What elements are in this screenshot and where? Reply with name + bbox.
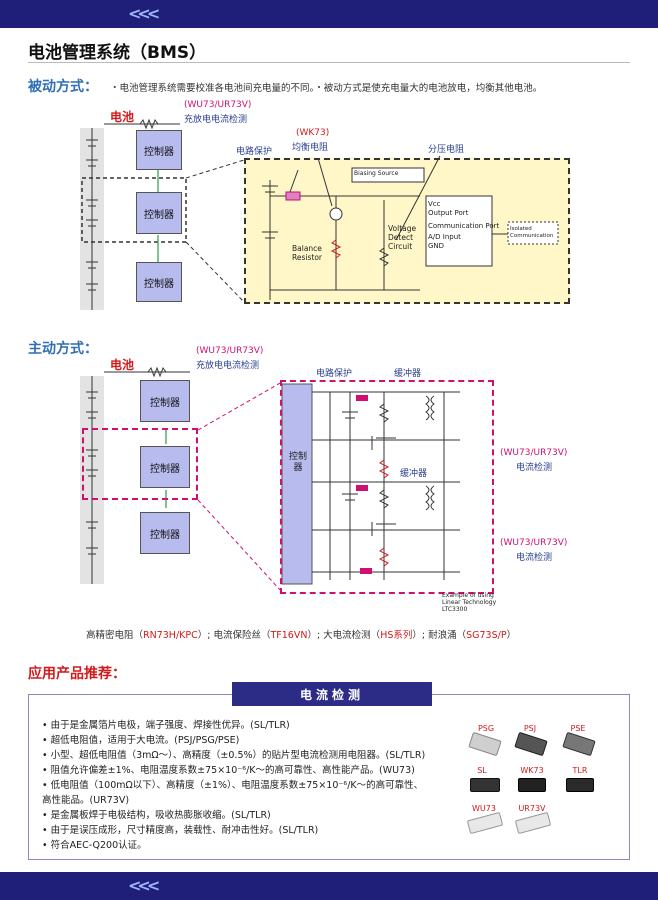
- passive-heading: 被动方式：: [28, 79, 98, 95]
- active-highlight-box: [82, 428, 198, 500]
- passive-description: ・电池管理系统需要校准各电池间充电量的不同。・被动方式是使充电量大的电池放电，均…: [110, 83, 543, 94]
- passive-charge-detect: 充放电电流检测: [184, 115, 248, 125]
- product-label-psj: PSJ: [523, 724, 537, 733]
- active-controller-1: 控制器: [140, 380, 190, 422]
- feature-item: • 是金属板焊于电极结构，吸收热膨胀收缩。(SL/TLR): [42, 810, 271, 821]
- ic-comm: Communication Port: [428, 222, 500, 230]
- feature-item: 高性能品。(UR73V): [42, 795, 130, 806]
- balance-resistor-en: Balance Resistor: [292, 244, 322, 262]
- chevron-icon: <<<: [128, 876, 160, 895]
- active-battery-label: 电池: [110, 358, 135, 372]
- active-heading: 主动方式：: [28, 341, 98, 357]
- product-label-sl: SL: [477, 766, 487, 775]
- biasing-source: Biasing Source: [354, 170, 399, 177]
- product-label-ur73v: UR73V: [518, 804, 546, 813]
- product-image-sl: [470, 778, 500, 792]
- battery-label: 电池: [110, 110, 135, 124]
- passive-controller-3: 控制器: [136, 262, 182, 302]
- divider-resistor: 分压电阻: [428, 145, 465, 155]
- chevron-icon: <<<: [128, 4, 160, 23]
- feature-item: • 阻值允许偏差±1%、电阻温度系数±75×10⁻⁶/K～的高可靠性、高性能产品…: [42, 765, 415, 776]
- caption-text-1: 高精密电阻（: [86, 630, 144, 641]
- active-circuit-protect: 电路保护: [316, 369, 353, 379]
- active-wu73-label: (WU73/UR73V): [196, 346, 264, 356]
- ic-gnd: GND: [428, 242, 445, 250]
- feature-item: • 由于是金属箔片电极，端子强度、焊接性优异。(SL/TLR): [42, 720, 290, 731]
- feature-item: • 由于是误压成形，尺寸精度高，装载性、耐冲击性好。(SL/TLR): [42, 825, 319, 836]
- isolated-communication: Isolated Communication: [510, 226, 554, 239]
- feature-item: • 超低电阻值，适用于大电流。(PSJ/PSG/PSE): [42, 735, 240, 746]
- product-caption: 高精密电阻（RN73H/KPC）; 电流保险丝（TF16VN）; 大电流检测（H…: [86, 627, 516, 641]
- current-detect-1: 电流检测: [516, 463, 553, 473]
- caption-text-4: ）; 耐浪涌（: [412, 630, 467, 641]
- voltage-detect-circuit: Voltage Detect Circuit: [388, 224, 417, 251]
- passive-circuit-protect: 电路保护: [236, 147, 273, 157]
- current-detect-2: 电流检测: [516, 553, 553, 563]
- caption-product-3: HS系列: [380, 630, 413, 641]
- product-label-wu73: WU73: [472, 804, 496, 813]
- recommend-box-title: 电流检测: [232, 682, 432, 706]
- passive-wu73-label: (WU73/UR73V): [184, 100, 252, 110]
- recommend-heading: 应用产品推荐：: [28, 666, 126, 682]
- current-detect-label-1: (WU73/UR73V): [500, 448, 568, 458]
- ic-vcc: Vcc: [428, 200, 441, 208]
- title-divider: [28, 62, 630, 63]
- product-label-tlr: TLR: [572, 766, 588, 775]
- vertical-controller: 控制器: [288, 452, 307, 473]
- top-banner: <<<: [0, 0, 658, 28]
- product-label-psg: PSG: [477, 724, 495, 733]
- page-title: 电池管理系统（BMS）: [28, 43, 207, 63]
- active-detail-panel: [280, 380, 494, 594]
- feature-item: • 符合AEC-Q200认证。: [42, 840, 147, 851]
- active-controller-3: 控制器: [140, 512, 190, 554]
- bottom-banner: <<<: [0, 872, 658, 900]
- active-charge-detect: 充放电电流检测: [196, 361, 260, 371]
- feature-item: • 小型、超低电阻值（3mΩ～）、高精度（±0.5%）的贴片型电流检测用电阻器。…: [42, 750, 426, 761]
- passive-controller-2: 控制器: [136, 192, 182, 234]
- current-detect-label-2: (WU73/UR73V): [500, 538, 568, 548]
- ic-block: Vcc Output Port Communication Port A/D I…: [428, 200, 499, 251]
- caption-text-3: ）; 大电流检测（: [307, 630, 381, 641]
- active-controller-2: 控制器: [140, 446, 190, 488]
- passive-controller-1: 控制器: [136, 130, 182, 170]
- snubber-2: 缓冲器: [400, 469, 428, 479]
- caption-product-1: RN73H/KPC: [143, 630, 198, 641]
- caption-product-2: TF16VN: [270, 630, 308, 641]
- balance-resistor-cn: 均衡电阻: [292, 143, 329, 153]
- product-label-wk73: WK73: [520, 766, 544, 775]
- wk73-label: (WK73): [296, 128, 330, 138]
- product-image-wk73: [518, 778, 546, 792]
- example-note: Example of using Linear Technology LTC33…: [442, 592, 497, 613]
- battery-strip: [80, 128, 104, 310]
- product-label-pse: PSE: [570, 724, 586, 733]
- ic-ad: A/D Input: [428, 233, 461, 241]
- caption-product-4: SG73S/P: [466, 630, 507, 641]
- caption-text-5: ）: [506, 630, 517, 641]
- ic-output: Output Port: [428, 209, 469, 217]
- caption-text-2: ）; 电流保险丝（: [197, 630, 271, 641]
- feature-item: • 低电阻值（100mΩ以下）、高精度（±1%）、电阻温度系数±75×10⁻⁶/…: [42, 780, 424, 791]
- snubber-1: 缓冲器: [394, 369, 422, 379]
- feature-list: • 由于是金属箔片电极，端子强度、焊接性优异。(SL/TLR) • 超低电阻值，…: [42, 718, 425, 853]
- product-image-tlr: [566, 778, 594, 792]
